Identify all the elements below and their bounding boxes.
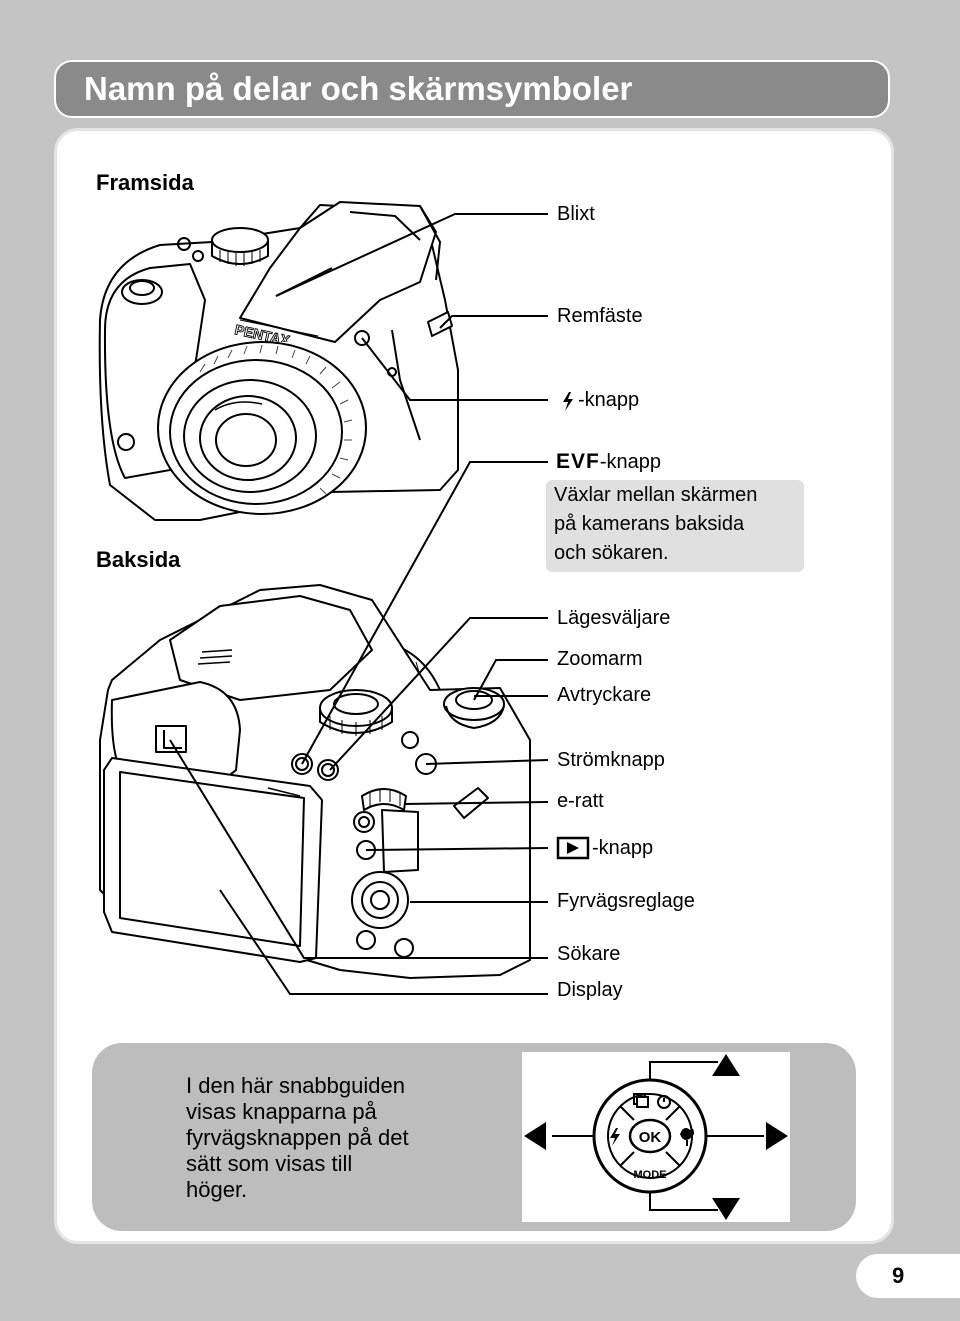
down-arrow-icon	[712, 1198, 740, 1220]
callout-e-dial: e-ratt	[557, 790, 604, 812]
back-heading: Baksida	[96, 547, 181, 572]
callout-shutter: Avtryckare	[557, 684, 652, 706]
front-heading: Framsida	[96, 170, 194, 195]
dpad-panel: OK MODE	[522, 1052, 790, 1222]
callout-mode-dial: Lägesväljare	[557, 607, 671, 629]
evf-note-box: Växlar mellan skärmen på kamerans baksid…	[546, 480, 804, 572]
callout-zoom: Zoomarm	[557, 648, 643, 670]
play-triangle-icon	[556, 836, 590, 860]
page-number: 9	[892, 1263, 905, 1288]
dpad-flash-icon	[610, 1128, 620, 1146]
svg-text:PENTAX: PENTAX	[234, 321, 292, 342]
callout-playback-button: -knapp	[592, 837, 654, 859]
info-line: visas knapparna på	[186, 1099, 377, 1124]
info-line: fyrvägsknappen på det	[186, 1125, 409, 1150]
callout-evf-button: EVF-knapp	[556, 450, 661, 474]
back-camera-drawing	[99, 584, 531, 979]
evf-note-line: på kamerans baksida	[554, 513, 745, 535]
pentax-logo: PENTAX	[234, 321, 292, 342]
four-way-diagram: OK MODE	[524, 1054, 788, 1220]
info-line: sätt som visas till	[186, 1151, 353, 1176]
up-arrow-icon	[712, 1054, 740, 1076]
info-line: I den här snabbguiden	[186, 1073, 405, 1098]
callout-viewfinder: Sökare	[557, 943, 621, 965]
callout-display: Display	[557, 979, 623, 1001]
page-title-bar: Namn på delar och skärmsymboler	[54, 60, 890, 118]
callout-flash: Blixt	[557, 203, 595, 225]
evf-suffix: -knapp	[599, 451, 661, 473]
callout-power: Strömknapp	[557, 749, 665, 771]
evf-symbol: EVF	[556, 450, 600, 473]
callout-strap: Remfäste	[557, 305, 643, 327]
ok-label: OK	[639, 1129, 662, 1146]
callout-four-way: Fyrvägsreglage	[557, 890, 695, 912]
leader-lines	[169, 213, 549, 995]
macro-flower-icon	[680, 1128, 694, 1146]
lightning-icon	[563, 392, 573, 411]
front-camera-drawing	[98, 201, 459, 521]
evf-note-line: och sökaren.	[554, 542, 669, 564]
info-line: höger.	[186, 1177, 248, 1202]
right-arrow-icon	[766, 1122, 788, 1150]
page-number-tab: 9	[856, 1254, 960, 1298]
page-title: Namn på delar och skärmsymboler	[84, 70, 633, 107]
callout-flash-button: -knapp	[578, 389, 640, 411]
mode-label: MODE	[634, 1169, 667, 1181]
left-arrow-icon	[524, 1122, 546, 1150]
evf-note-line: Växlar mellan skärmen	[554, 484, 758, 506]
